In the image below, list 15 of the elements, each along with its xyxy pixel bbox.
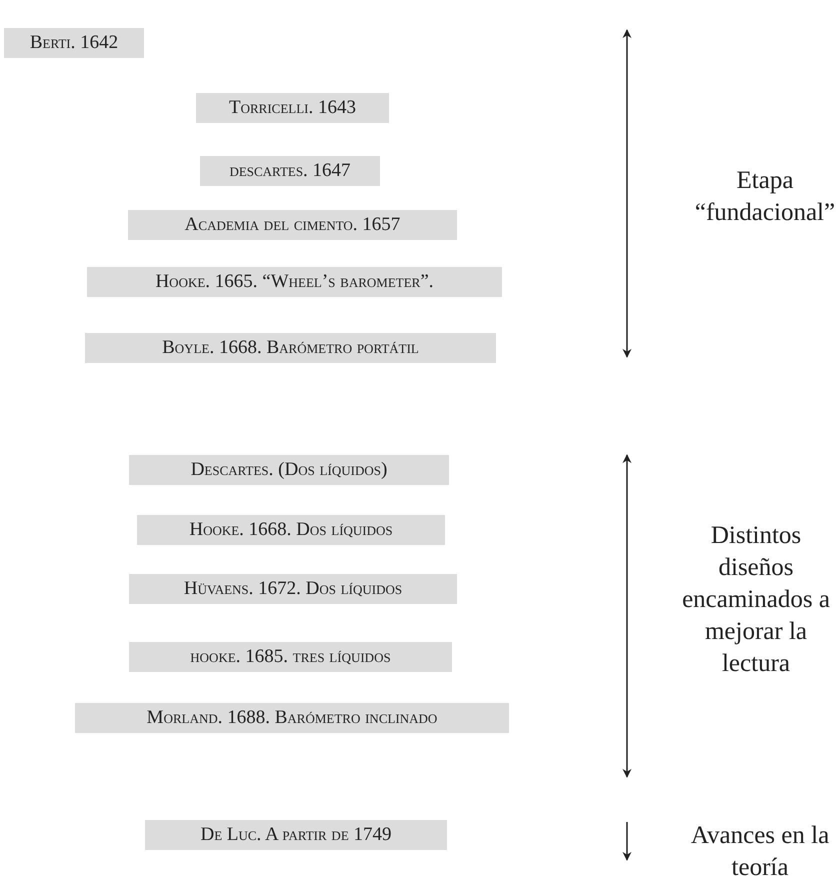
timeline-entry: De Luc. A partir de 1749 <box>145 820 447 850</box>
stage-label: Etapa “fundacional” <box>694 166 836 228</box>
timeline-entry: Hooke. 1668. Dos líquidos <box>137 515 445 545</box>
timeline-entry: Boyle. 1668. Barómetro portátil <box>85 333 496 363</box>
timeline-entry: Hooke. 1665. “Wheel’s barometer”. <box>87 267 502 297</box>
timeline-entry: hooke. 1685. tres líquidos <box>129 642 452 672</box>
timeline-entry: Academia del cimento. 1657 <box>128 210 457 240</box>
timeline-entry: Berti. 1642 <box>4 28 144 58</box>
stage-label: Distintos diseños encaminados a mejorar la lectura <box>681 521 831 679</box>
timeline-entry: Morland. 1688. Barómetro inclinado <box>75 703 509 733</box>
timeline-entry: descartes. 1647 <box>200 156 380 186</box>
timeline-entry: Hüvaens. 1672. Dos líquidos <box>129 574 457 604</box>
timeline-entry: Torricelli. 1643 <box>196 93 389 123</box>
stage-label: Avances en la teoría <box>690 821 830 883</box>
timeline-entry: Descartes. (Dos líquidos) <box>129 455 449 485</box>
